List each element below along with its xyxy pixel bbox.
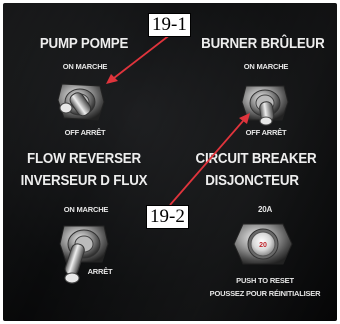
circuit-breaker-reset-button[interactable] (233, 223, 293, 265)
circuit-breaker-rating: 20A (257, 205, 273, 214)
callout-arrow-2 (169, 113, 250, 206)
reset-button-label: 20 (259, 242, 267, 249)
circuit-breaker-title-line2: DISJONCTEUR (205, 173, 299, 189)
callout-label-19-2: 19-2 (146, 205, 189, 229)
pump-toggle-switch[interactable] (57, 83, 105, 121)
circuit-breaker-title-line1: CIRCUIT BREAKER (195, 151, 317, 167)
pump-off-label: OFF ARRÊT (64, 128, 106, 137)
reset-instruction-line2: POUSSEZ POUR RÉINITIALISER (209, 289, 321, 298)
callout-label-19-1: 19-1 (148, 13, 191, 37)
burner-off-label: OFF ARRÊT (245, 128, 287, 137)
flow-reverser-title-line2: INVERSEUR D FLUX (20, 173, 148, 189)
flow-reverser-toggle-switch[interactable] (59, 225, 109, 284)
pump-on-label: ON MARCHE (62, 62, 108, 71)
burner-title: BURNER BRÛLEUR (201, 36, 325, 52)
flow-reverser-title-line1: FLOW REVERSER (27, 151, 141, 167)
burner-on-label: ON MARCHE (243, 62, 289, 71)
flow-reverser-on-label: ON MARCHE (63, 205, 109, 214)
pump-title: PUMP POMPE (39, 36, 129, 52)
flow-reverser-off-label: ARRÊT (87, 267, 113, 276)
burner-toggle-switch[interactable] (241, 85, 289, 126)
callout-arrow-1 (106, 33, 172, 84)
reset-instruction-line1: PUSH TO RESET (236, 276, 294, 285)
